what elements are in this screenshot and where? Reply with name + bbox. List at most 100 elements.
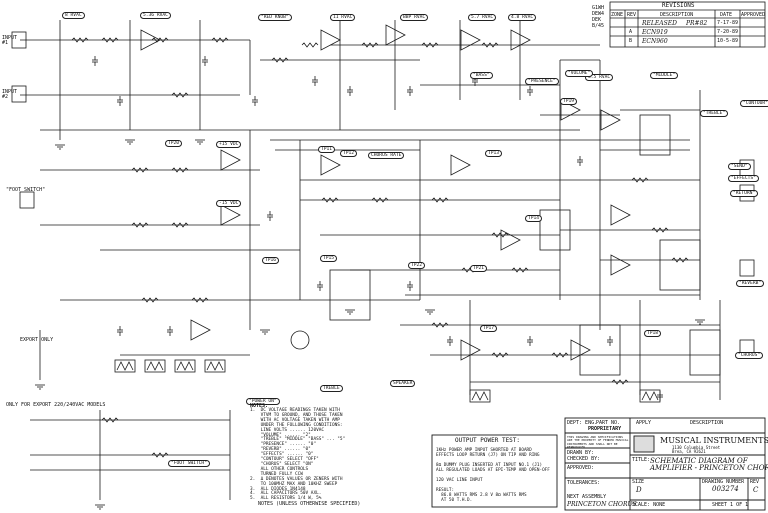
export-voltage-note: ONLY FOR EXPORT 220/240VAC MODELS <box>6 402 106 408</box>
resistor-symbol <box>511 267 529 273</box>
next-assembly-label: NEXT ASSEMBLY <box>567 494 607 500</box>
test-point-label-v38: "FOOT SWITCH" <box>168 460 210 467</box>
drawn-by-label: DRAWN BY: <box>567 450 595 456</box>
test-point-label-v18: "REVERB" <box>736 280 765 287</box>
sheet-code-4: B/45 <box>592 23 605 29</box>
part-no-label: PART NO. <box>596 420 621 426</box>
rev-label: REV <box>750 479 760 485</box>
proprietary-label: PROPRIETARY <box>588 426 622 432</box>
rev-row-1-who: PR#82 <box>686 20 708 27</box>
note-line: TO 100MHZ MAX AND 10KHZ SWEEP <box>250 481 338 487</box>
resistor-symbol <box>211 37 229 43</box>
resistor-symbol <box>431 197 449 203</box>
test-point-label-v27: TP16 <box>262 257 280 264</box>
resistor-symbol <box>131 222 149 228</box>
resistor-symbol <box>651 227 669 233</box>
op-amp-symbol <box>610 204 631 226</box>
op-amp-symbol <box>220 149 241 171</box>
op-amp-symbol <box>140 29 161 51</box>
resistor-symbol <box>171 167 189 173</box>
test-point-label-v2: 5.36 RVAC <box>140 12 171 19</box>
transistor-symbol <box>290 330 310 350</box>
test-point-label-v24: TP13 <box>485 150 503 157</box>
rev-row-1-date: 7-17-89 <box>717 20 739 26</box>
note-line: 2. Δ DENOTES VALUES OR ZENERS WITH <box>250 476 343 482</box>
size-value: D <box>636 486 642 494</box>
size-label: SIZE <box>632 479 645 485</box>
note-line: 3. ALL DIODES 1N4148 <box>250 486 306 492</box>
ic-block <box>639 114 671 156</box>
resistor-symbol <box>611 379 629 385</box>
jack-symbol <box>11 31 27 49</box>
test-point-label-v36: TP22 <box>408 262 426 269</box>
op-amp-symbol <box>460 29 481 51</box>
export-only-label: EXPORT ONLY <box>20 337 54 343</box>
drawing-number-label: DRAWING NUMBER <box>702 479 745 485</box>
op-amp-symbol <box>450 154 471 176</box>
resistor-symbol <box>191 297 209 303</box>
resistor-symbol <box>421 42 439 48</box>
test-point-label-v16: "SEND" <box>728 163 751 170</box>
note-line: "CHORUS" SELECT "ON" <box>250 461 314 467</box>
sheet-code-1: G1WH <box>592 5 605 11</box>
drawing-number: 003274 <box>712 485 739 493</box>
sheet-code-2: DEW4 <box>592 11 605 17</box>
jack-symbol <box>11 85 27 103</box>
ic-block <box>579 324 621 376</box>
test-point-label-v9: "VOLUME" <box>565 70 594 77</box>
test-point-label-v4: 11 RVAC <box>330 14 356 21</box>
note-line: UNDER THE FOLLOWING CONDITIONS: <box>250 422 343 428</box>
resistor-symbol <box>671 257 689 263</box>
test-point-label-v11: "BASS" <box>470 72 493 79</box>
test-point-label-v21: -15 VDC <box>216 200 242 207</box>
note-line: ALL OTHER CONTROLS <box>250 466 309 472</box>
notes-footer: NOTES (UNLESS OTHERWISE SPECIFIED) <box>258 501 361 507</box>
op-amp-symbol <box>220 204 241 226</box>
op-amp-symbol <box>320 29 341 51</box>
waveform-trace <box>641 391 659 401</box>
resistor-symbol <box>551 352 569 358</box>
resistor-symbol <box>271 57 289 63</box>
test-point-label-v1: 8 RVAC <box>62 12 85 19</box>
company-name: MUSICAL INSTRUMENTS <box>660 436 768 445</box>
resistor-symbol <box>631 177 649 183</box>
resistor-symbol <box>321 197 339 203</box>
description-label: DESCRIPTION <box>690 420 724 426</box>
rev-row-1-desc: RELEASED <box>642 20 677 27</box>
notes-title: NOTES: <box>250 403 269 409</box>
power-test-frame <box>431 434 558 508</box>
test-point-label-v3: "RED KNOB" <box>258 14 292 21</box>
note-line: "PRESENCE" ...... "0" <box>250 442 317 448</box>
schematic-components <box>11 31 755 510</box>
resistor-symbol <box>141 297 159 303</box>
test-point-label-v31: CHORUS RATE <box>368 152 405 159</box>
schematic-wiring <box>20 20 721 500</box>
power-test-line: 1KHz POWER AMP INPUT SHORTED AT BOARD <box>436 448 532 453</box>
ic-block <box>539 209 571 251</box>
power-test-line: 8Ω DUMMY PLUG INSERTED AT INPUT NO.1 (J1… <box>436 463 543 468</box>
test-point-label-v25: TP14 <box>525 215 543 222</box>
sheet-label: SHEET 1 OF 1 <box>712 502 749 508</box>
test-point-label-v20: +15 VDC <box>216 141 242 148</box>
title-label: TITLE: <box>632 457 651 463</box>
test-point-label-v35: TP21 <box>470 265 488 272</box>
scale-label: SCALE: NONE <box>632 502 666 508</box>
tolerances-label: TOLERANCES: <box>567 480 601 486</box>
resistor-symbol <box>361 42 379 48</box>
waveform-trace <box>116 361 134 371</box>
power-test-line: AT 50 T.H.D. <box>436 498 473 503</box>
ic-block <box>689 329 721 376</box>
op-amp-symbol <box>560 99 581 121</box>
power-test-line: EFFECTS LOOP RETURN (J7) ON TIP AND RING <box>436 453 540 458</box>
title-block-frame <box>564 417 766 511</box>
op-amp-symbol <box>570 339 591 361</box>
rev-header-approved: APPROVED <box>741 12 766 18</box>
power-test-line: 86.8 WATTS RMS 2.8 V 8Ω WATTS RMS <box>436 493 527 498</box>
waveform-trace <box>146 361 164 371</box>
test-point-label-v10: "PRESENCE" <box>525 78 559 85</box>
op-amp-symbol <box>385 24 406 46</box>
resistor-symbol <box>171 92 189 98</box>
rev-row-2-date: 7-20-89 <box>717 29 739 35</box>
